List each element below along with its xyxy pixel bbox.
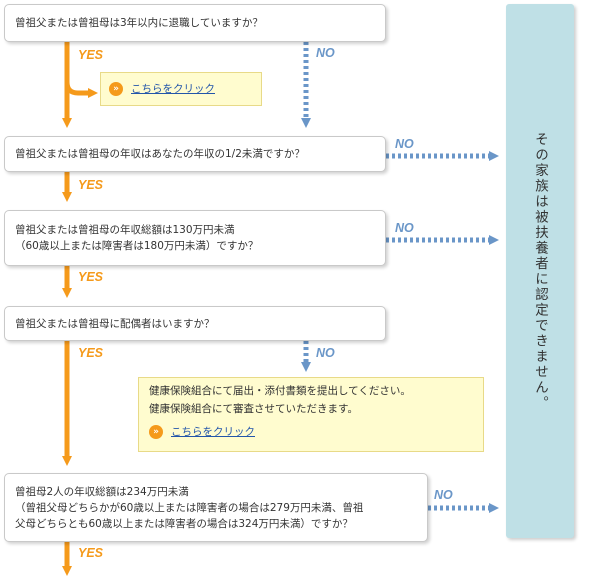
click-here-link-2[interactable]: こちらをクリック — [171, 426, 255, 438]
info-note: 健康保険組合にて届出・添付書類を提出してください。 健康保険組合にて審査させてい… — [138, 377, 484, 452]
question-5-line-1: 曾祖母2人の年収総額は234万円未満 — [15, 485, 189, 498]
double-chevron-right-icon: » — [109, 82, 123, 96]
no-label-4: NO — [316, 346, 335, 360]
question-box-2: 曾祖父または曾祖母の年収はあなたの年収の1/2未満ですか？ — [4, 136, 386, 172]
link-note-1: » こちらをクリック — [100, 72, 262, 106]
question-box-1: 曾祖父または曾祖母は3年以内に退職していますか？ — [4, 4, 386, 42]
no-label-3: NO — [395, 221, 414, 235]
yes-label-3: YES — [78, 270, 104, 284]
yes-label-1: YES — [78, 48, 104, 62]
link-row-1[interactable]: » こちらをクリック — [109, 80, 215, 98]
question-1-text: 曾祖父または曾祖母は3年以内に退職していますか？ — [15, 17, 263, 29]
yes-label-4: YES — [78, 346, 104, 360]
no-label-1: NO — [316, 46, 335, 60]
question-box-4: 曾祖父または曾祖母に配偶者はいますか？ — [4, 306, 386, 341]
info-note-line-1: 健康保険組合にて届出・添付書類を提出してください。 — [149, 385, 411, 397]
not-dependent-result-text: その家族は被扶養者に認定できません。 — [532, 131, 548, 411]
link-row-2[interactable]: » こちらをクリック — [149, 423, 473, 441]
question-box-5: 曾祖母2人の年収総額は234万円未満 （曾祖父母どちらかが60歳以上または障害者… — [4, 473, 428, 542]
yes-label-2: YES — [78, 178, 104, 192]
not-dependent-result-panel: その家族は被扶養者に認定できません。 — [506, 4, 574, 538]
question-3-line-1: 曾祖父または曾祖母の年収総額は130万円未満 — [15, 224, 235, 236]
question-5-line-2: （曾祖父母どちらかが60歳以上または障害者の場合は279万円未満、曾祖 — [15, 501, 364, 514]
yes-branch-to-link — [64, 81, 98, 98]
question-2-text: 曾祖父または曾祖母の年収はあなたの年収の1/2未満ですか？ — [15, 148, 305, 160]
question-box-3: 曾祖父または曾祖母の年収総額は130万円未満 （60歳以上または障害者は180万… — [4, 210, 386, 266]
click-here-link-1[interactable]: こちらをクリック — [131, 83, 215, 95]
question-5-line-3: 父母どちらとも60歳以上または障害者の場合は324万円未満）ですか？ — [15, 517, 353, 530]
double-chevron-right-icon: » — [149, 425, 163, 439]
yes-label-5: YES — [78, 546, 104, 560]
question-3-line-2: （60歳以上または障害者は180万円未満）ですか？ — [15, 240, 259, 252]
info-note-line-2: 健康保険組合にて審査させていただきます。 — [149, 403, 358, 415]
no-label-2: NO — [395, 137, 414, 151]
no-label-5: NO — [434, 488, 453, 502]
question-4-text: 曾祖父または曾祖母に配偶者はいますか？ — [15, 317, 215, 330]
